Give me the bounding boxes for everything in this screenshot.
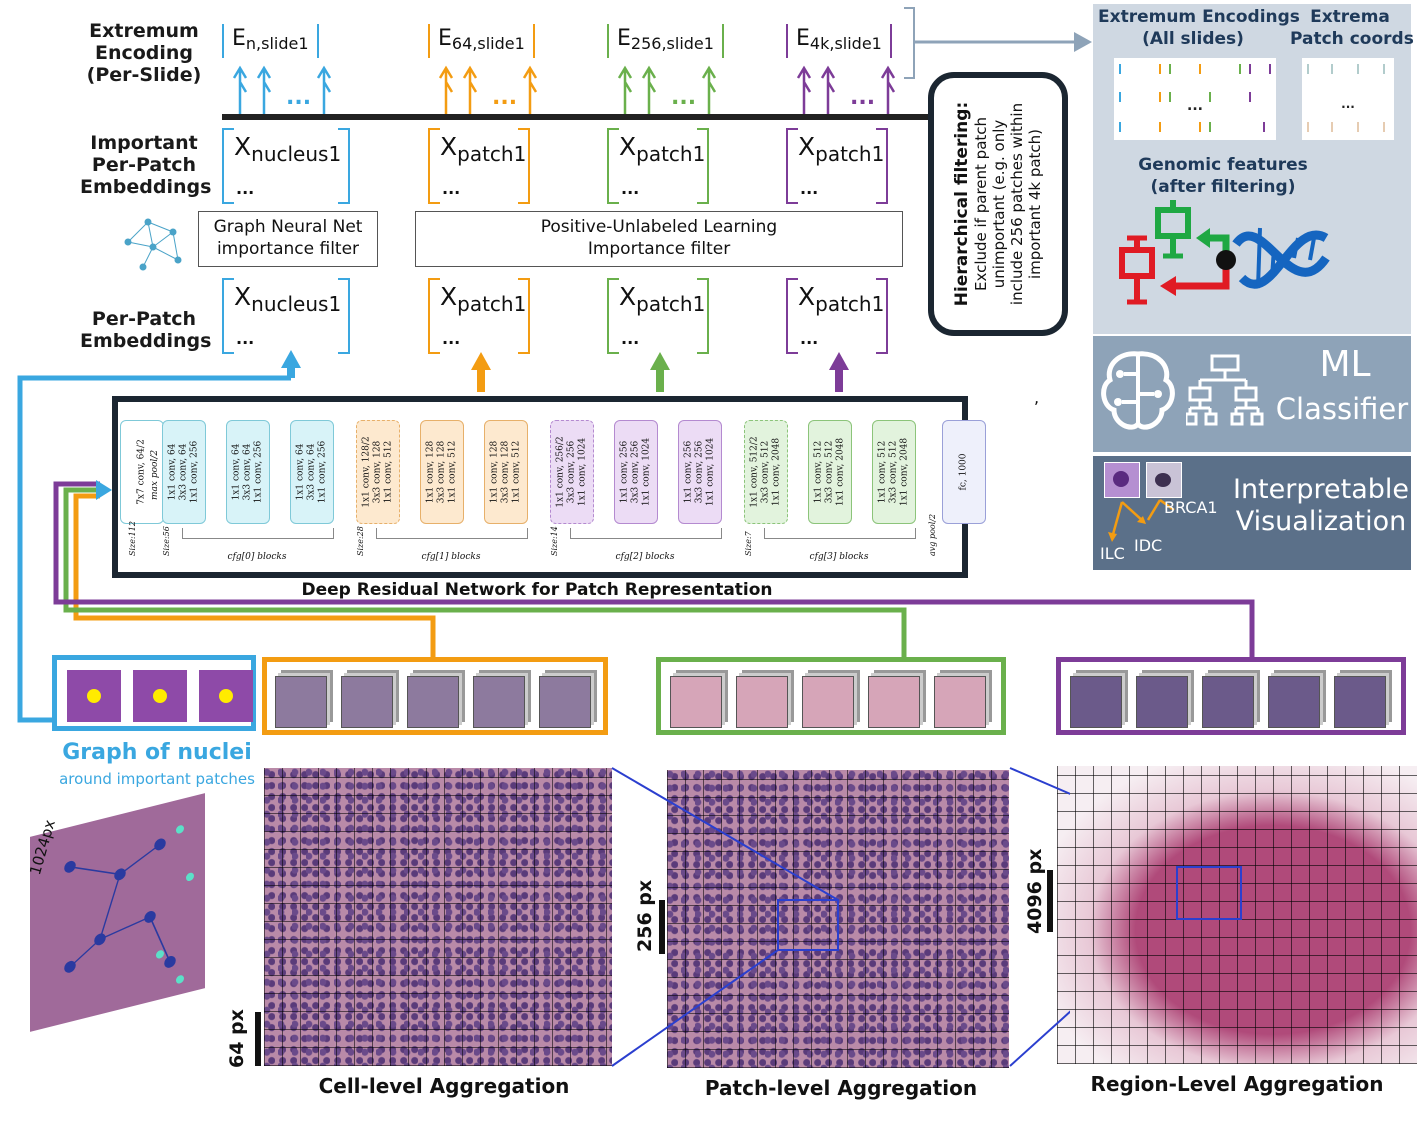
patch-thumbnail	[1070, 676, 1122, 728]
extremum-encodings-title: Extremum Encodings (All slides)	[1098, 6, 1288, 50]
patch-thumbnail	[473, 676, 525, 728]
perpatch-embeddings-base: X	[440, 282, 457, 311]
row-label-extremum: Extremum Encoding (Per-Slide)	[80, 20, 208, 86]
patch-thumbnail	[934, 676, 986, 728]
scale-bar-4096	[1047, 870, 1053, 932]
encoding-base: E	[617, 26, 631, 51]
encoding-3: E4k,slide1	[786, 24, 892, 58]
encoding-1: E64,slide1	[428, 24, 535, 58]
encoding-base: E	[438, 26, 452, 51]
important-embeddings-base: X	[440, 132, 457, 161]
nucleus-image-3	[199, 670, 253, 722]
cell-level-image	[264, 768, 612, 1066]
patch-thumbnail	[275, 676, 327, 728]
svg-text:...: ...	[850, 85, 875, 110]
important-embeddings-0: Xnucleus1...	[222, 128, 350, 200]
patch-thumbnail	[736, 676, 788, 728]
row-label-important: Important Per-Patch Embeddings	[80, 132, 208, 198]
patch-thumbnail	[539, 676, 591, 728]
region-zoom-box	[1176, 866, 1242, 920]
svg-text:...: ...	[286, 85, 311, 110]
encoding-2: E256,slide1	[607, 24, 724, 58]
nucleus-image-1	[67, 670, 121, 722]
graph-nuclei-subtitle: around important patches	[52, 770, 262, 788]
encoding-sub: n,slide1	[246, 34, 309, 53]
perpatch-embeddings-sub: patch1	[636, 292, 705, 316]
important-embeddings-sub: nucleus1	[251, 142, 341, 166]
encodings-matrix: ...	[1114, 58, 1276, 140]
perpatch-embeddings-sub: nucleus1	[251, 292, 341, 316]
encoding-base: E	[232, 26, 246, 51]
svg-text:...: ...	[492, 85, 517, 110]
encoding-bus-line	[222, 114, 932, 120]
important-embeddings-sub: patch1	[457, 142, 526, 166]
genomic-features-title: Genomic features (after filtering)	[1098, 154, 1348, 198]
encoding-arrows-3: ...	[794, 64, 904, 114]
important-embeddings-sub: patch1	[636, 142, 705, 166]
scale-label-4096: 4096 px	[1024, 849, 1046, 934]
perpatch-embeddings-sub: patch1	[815, 292, 884, 316]
patch-thumbnail	[868, 676, 920, 728]
encoding-sub: 64,slide1	[452, 34, 525, 53]
patch-thumbnail	[1202, 676, 1254, 728]
nuclei-strip	[52, 655, 256, 731]
important-embeddings-dots: ...	[621, 179, 639, 198]
graph-network-icon	[118, 212, 190, 272]
patch-thumbnail	[1334, 676, 1386, 728]
gnn-filter-box: Graph Neural Net importance filter	[198, 211, 378, 267]
important-embeddings-sub: patch1	[815, 142, 884, 166]
encoding-arrows-1: ...	[436, 64, 546, 114]
hierarchical-filtering-box: Hierarchical filtering: Exclude if paren…	[928, 72, 1068, 336]
encoding-arrows-0: ...	[230, 64, 340, 114]
encoding-arrows-2: ...	[615, 64, 725, 114]
important-embeddings-base: X	[619, 132, 636, 161]
hier-filter-title: Hierarchical filtering:	[952, 79, 972, 329]
region-level-caption: Region-Level Aggregation	[1057, 1072, 1417, 1096]
zoom-lines	[600, 760, 1070, 1080]
hier-filter-body: Exclude if parent patch unimportant (e.g…	[972, 79, 1044, 329]
important-embeddings-3: Xpatch1...	[786, 128, 888, 200]
important-embeddings-dots: ...	[236, 179, 254, 198]
scale-bar-64	[255, 1012, 261, 1066]
important-embeddings-1: Xpatch1...	[428, 128, 530, 200]
pu-filter-box: Positive-Unlabeled Learning Importance f…	[415, 211, 903, 267]
encoding-0: En,slide1	[222, 24, 319, 58]
cell-level-caption: Cell-level Aggregation	[264, 1074, 624, 1098]
perpatch-embeddings-base: X	[619, 282, 636, 311]
genomic-features-icon	[1112, 198, 1342, 318]
important-embeddings-base: X	[234, 132, 251, 161]
scale-label-64: 64 px	[226, 1009, 248, 1068]
encoding-sub: 256,slide1	[631, 34, 714, 53]
encoding-base: E	[796, 26, 810, 51]
perpatch-embeddings-base: X	[798, 282, 815, 311]
patch-thumbnail	[802, 676, 854, 728]
important-embeddings-dots: ...	[442, 179, 460, 198]
important-embeddings-base: X	[798, 132, 815, 161]
svg-text:...: ...	[671, 85, 696, 110]
patch-thumbnail	[1268, 676, 1320, 728]
encoding-sub: 4k,slide1	[810, 34, 882, 53]
perpatch-embeddings-base: X	[234, 282, 251, 311]
coords-matrix: ...	[1302, 58, 1394, 140]
important-embeddings-2: Xpatch1...	[607, 128, 709, 200]
important-embeddings-dots: ...	[800, 179, 818, 198]
graph-nuclei-title: Graph of nuclei	[52, 740, 262, 765]
patch-level-caption: Patch-level Aggregation	[667, 1076, 1015, 1100]
scale-bar-256	[659, 900, 665, 954]
encodings-ellipsis: ...	[1187, 98, 1203, 114]
patch-thumbnail	[1136, 676, 1188, 728]
nucleus-image-2	[133, 670, 187, 722]
coords-ellipsis: ...	[1341, 97, 1355, 111]
extrema-coords-title: Extrema Patch coords	[1290, 6, 1410, 50]
patch-thumbnail	[670, 676, 722, 728]
patch-thumbnail	[407, 676, 459, 728]
scale-label-256: 256 px	[634, 880, 656, 952]
perpatch-embeddings-sub: patch1	[457, 292, 526, 316]
patch-thumbnail	[341, 676, 393, 728]
ml-title: ML	[1300, 344, 1390, 385]
